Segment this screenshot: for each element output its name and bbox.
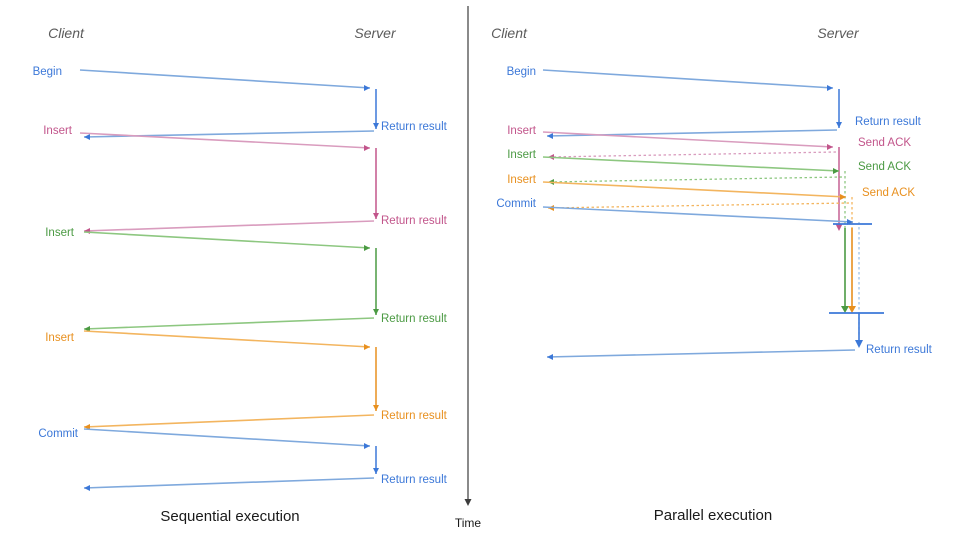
request-arrowhead: [833, 168, 839, 174]
panel-caption-parallel: Parallel execution: [654, 507, 772, 524]
message-insert-3-request: Insert Return result: [45, 330, 448, 430]
lifeline-arrowhead: [855, 340, 863, 348]
server-ack-label: Send ACK: [862, 187, 915, 199]
message-begin-request: Begin Return result: [507, 66, 922, 139]
request-arrowhead: [827, 85, 833, 91]
message-commit-request: Commit Return result: [496, 198, 933, 360]
message-insert-1-request: Insert Send ACK: [507, 125, 911, 231]
request-arrowhead: [827, 144, 833, 150]
client-message-label: Insert: [507, 149, 537, 161]
message-insert-1-request: Insert Return result: [43, 125, 448, 234]
request-arrowhead: [364, 85, 370, 91]
activation-arrowhead: [373, 309, 379, 315]
time-axis: Time: [455, 6, 482, 530]
lifeline-arrowhead: [835, 224, 843, 231]
time-axis-arrowhead-icon: [464, 499, 472, 506]
client-actor-label: Client: [491, 25, 528, 41]
message-commit-request: Commit Return result: [38, 428, 448, 491]
request-line: [542, 131, 834, 148]
response-line: [83, 220, 375, 232]
client-message-label: Begin: [33, 66, 62, 78]
message-insert-2-request: Insert Return result: [45, 227, 448, 332]
ack-response-line: [547, 151, 837, 158]
response-arrowhead: [84, 134, 90, 140]
server-response-label: Return result: [381, 410, 448, 422]
client-message-label: Begin: [507, 66, 536, 78]
server-ack-label: Send ACK: [858, 161, 911, 173]
server-response-label: Return result: [381, 121, 448, 133]
activation-arrowhead: [373, 405, 379, 411]
request-line: [83, 330, 371, 348]
request-line: [79, 132, 371, 149]
request-line: [83, 428, 371, 447]
client-message-label: Insert: [45, 332, 75, 344]
client-message-label: Insert: [507, 174, 537, 186]
request-line: [542, 181, 847, 198]
activation-arrowhead: [373, 213, 379, 219]
panel-sequential: Client Server Begin Return result: [33, 25, 448, 525]
request-line: [79, 69, 371, 89]
request-arrowhead: [364, 145, 370, 151]
client-message-label: Commit: [38, 428, 78, 440]
server-response-label: Return result: [855, 116, 922, 128]
request-arrowhead: [364, 443, 370, 449]
join-bars: [829, 223, 884, 314]
client-message-label: Insert: [43, 125, 73, 137]
lifeline-arrowhead: [848, 306, 856, 313]
panel-caption-sequential: Sequential execution: [160, 508, 299, 525]
request-arrowhead: [364, 344, 370, 350]
response-line: [83, 414, 375, 428]
client-message-label: Insert: [45, 227, 75, 239]
client-message-label: Commit: [496, 198, 536, 210]
ack-response-line: [547, 202, 850, 209]
request-line: [542, 69, 834, 89]
request-line: [542, 206, 854, 223]
server-response-label: Return result: [381, 313, 448, 325]
response-line: [83, 317, 375, 330]
activation-arrowhead: [836, 122, 842, 128]
request-line: [542, 156, 840, 172]
activation-arrowhead: [373, 468, 379, 474]
message-insert-3-request: Insert Send ACK: [507, 174, 915, 313]
time-axis-label: Time: [455, 516, 482, 530]
response-arrowhead: [547, 133, 553, 139]
request-arrowhead: [840, 194, 846, 200]
server-actor-label: Server: [817, 25, 860, 41]
server-response-label: Return result: [381, 474, 448, 486]
response-arrowhead: [84, 485, 90, 491]
request-line: [83, 231, 371, 249]
message-begin-request: Begin Return result: [33, 66, 448, 140]
request-arrowhead: [364, 245, 370, 251]
response-arrowhead: [547, 354, 553, 360]
activation-arrowhead: [373, 123, 379, 129]
server-response-label: Return result: [381, 215, 448, 227]
response-arrowhead: [84, 228, 90, 234]
server-ack-label: Send ACK: [858, 137, 911, 149]
response-line: [546, 349, 856, 358]
lifeline-arrowhead: [841, 306, 849, 313]
server-response-label: Return result: [866, 344, 933, 356]
response-line: [83, 477, 375, 489]
client-message-label: Insert: [507, 125, 537, 137]
server-actor-label: Server: [354, 25, 397, 41]
message-insert-2-request: Insert Send ACK: [507, 149, 911, 313]
panel-parallel: Client Server Begin Return result: [491, 25, 933, 524]
ack-response-line: [547, 176, 843, 183]
client-actor-label: Client: [48, 25, 85, 41]
